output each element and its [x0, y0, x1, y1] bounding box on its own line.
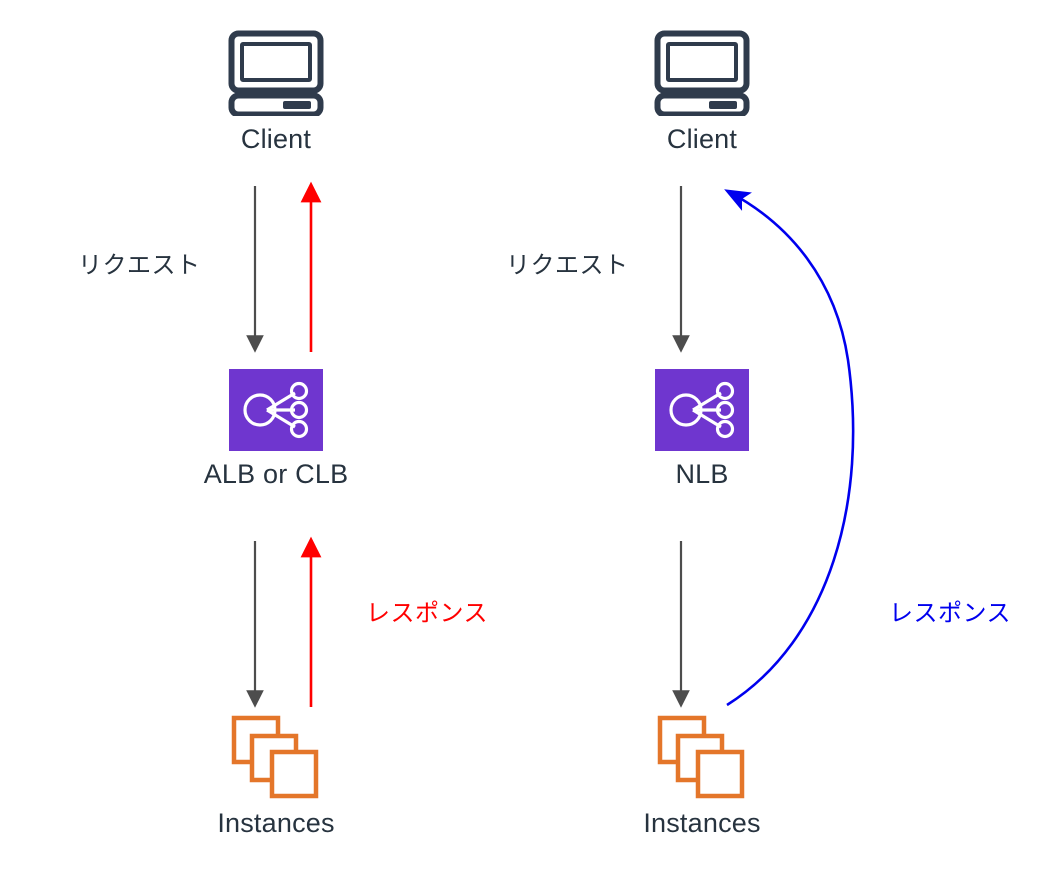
node-label-client-left: Client — [240, 124, 312, 154]
computer-icon — [654, 30, 750, 116]
node-loadbalancer-right: NLB — [646, 369, 758, 490]
node-label-instances-right: Instances — [643, 808, 761, 838]
instances-icon — [657, 715, 745, 799]
node-client-right: Client — [638, 30, 766, 155]
node-instances-right: Instances — [642, 714, 762, 839]
edge-label-response-right: レスポンス — [889, 600, 1012, 627]
node-label-loadbalancer-right: NLB — [675, 459, 729, 489]
node-label-client-right: Client — [666, 124, 738, 154]
edge-label-response-left: レスポンス — [366, 600, 489, 627]
edge-label-request-right: リクエスト — [506, 252, 629, 279]
node-loadbalancer-left: ALB or CLB — [204, 369, 348, 490]
instances-icon — [231, 715, 319, 799]
node-label-loadbalancer-left: ALB or CLB — [203, 459, 349, 489]
node-instances-left: Instances — [216, 714, 336, 839]
load-balancer-icon — [229, 369, 323, 451]
computer-icon — [228, 30, 324, 116]
node-label-instances-left: Instances — [217, 808, 335, 838]
node-client-left: Client — [212, 30, 340, 155]
edge-label-request-left: リクエスト — [78, 252, 201, 279]
load-balancer-icon — [655, 369, 749, 451]
